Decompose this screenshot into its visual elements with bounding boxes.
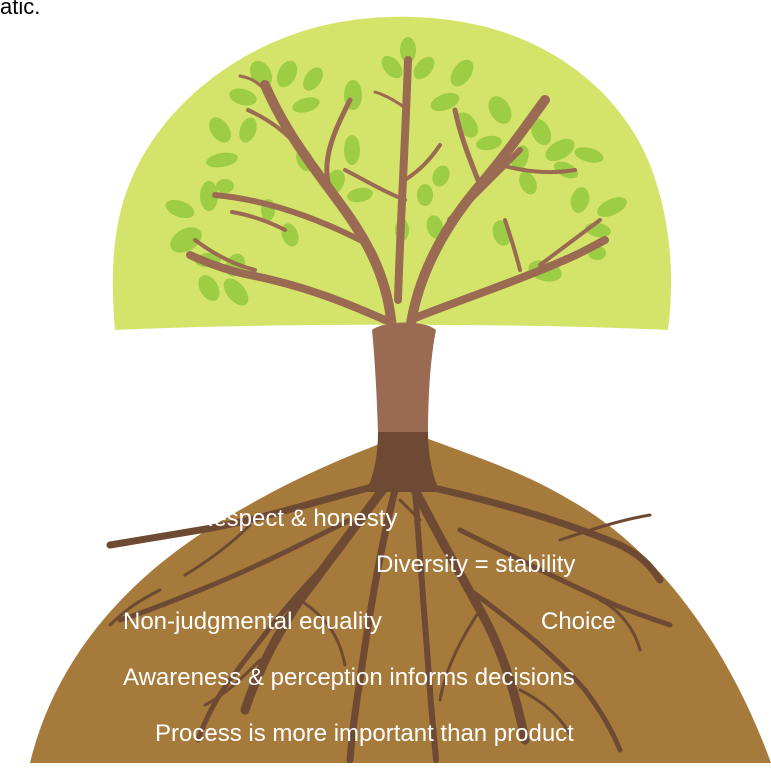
leaf [432,165,450,187]
roots [106,475,673,764]
leaf [530,118,552,146]
leaf [239,117,257,143]
leaf [198,275,220,301]
leaf [426,215,444,239]
leaf [165,199,195,219]
leaf [276,60,298,88]
leaf [413,56,435,80]
label-awareness-perception: Awareness & perception informs decisions [123,664,575,691]
leaf [303,67,323,91]
leaf [430,92,460,112]
leaf [574,147,604,163]
leaf [381,55,403,79]
label-respect-honesty: Respect & honesty [196,505,398,532]
leaf [545,138,575,162]
label-choice: Choice [541,608,616,635]
soil-mound [30,432,771,763]
leaf [400,37,416,63]
leaf [450,59,474,87]
leaf [488,96,512,124]
label-non-judgmental-equality: Non-judgmental equality [123,608,382,635]
leaf [344,135,360,165]
leaf [229,88,257,106]
tree-trunk [372,322,436,432]
label-diversity-stability: Diversity = stability [376,551,576,578]
leaf [223,278,249,306]
leaf [216,179,234,193]
leaf [347,187,373,203]
leaf [200,181,218,211]
leaf [476,135,502,151]
leaf [519,171,537,195]
leaf [206,152,238,168]
leaf [170,227,202,253]
leaf [570,187,590,213]
leaf [417,184,433,206]
leaf [597,197,627,217]
clipped-caption: atic. [0,0,41,19]
leaf [292,97,320,113]
leaf [209,117,231,143]
label-process-over-product: Process is more important than product [155,720,574,747]
trunk-base [366,432,440,492]
branches [186,56,609,335]
